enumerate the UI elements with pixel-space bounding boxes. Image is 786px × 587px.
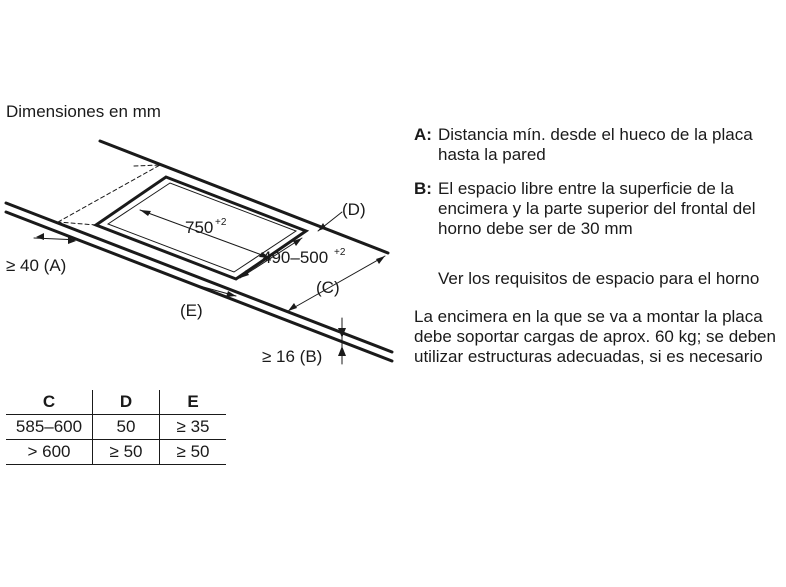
- cutout-outer: [92, 175, 310, 281]
- label-d: (D): [342, 200, 366, 219]
- table-header-row: C D E: [6, 390, 226, 415]
- width-label: 750: [185, 218, 213, 237]
- note-b-text: El espacio libre entre la superficie de …: [438, 179, 756, 238]
- note-load: La encimera en la que se va a montar la …: [414, 307, 786, 367]
- table-cell: 585–600: [6, 414, 93, 440]
- b-arrow-bottom: [338, 346, 346, 356]
- depth-arrow-bottom: [240, 270, 249, 278]
- depth-tolerance: +2: [334, 247, 346, 258]
- c-arrow-bottom: [288, 303, 297, 311]
- worktop-back-edge: [98, 139, 390, 255]
- note-b: B: El espacio libre entre la superficie …: [414, 179, 786, 239]
- depth-label: 490–500: [262, 248, 328, 267]
- width-dimension-line: [139, 209, 271, 259]
- label-a: ≥ 40 (A): [6, 256, 66, 275]
- e-arrow: [226, 291, 236, 297]
- notes-panel: A: Distancia mín. desde el hueco de la p…: [414, 125, 786, 381]
- note-a-text: Distancia mín. desde el hueco de la plac…: [438, 125, 753, 164]
- table-cell: > 600: [6, 439, 93, 465]
- label-c: (C): [316, 278, 340, 297]
- note-oven: Ver los requisitos de espacio para el ho…: [414, 269, 786, 289]
- projection-line-left: [57, 164, 161, 223]
- a-arrow-right: [68, 237, 76, 244]
- table-header-c: C: [6, 390, 93, 415]
- c-arrow-top: [376, 256, 385, 264]
- b-arrow-top: [338, 328, 346, 338]
- worktop-front-top-edge: [4, 201, 394, 354]
- c-dimension-line: [287, 255, 386, 312]
- depth-dimension-line: [239, 237, 303, 279]
- diagram-title: Dimensiones en mm: [6, 102, 161, 121]
- note-b-key: B:: [414, 179, 432, 198]
- note-load-text: La encimera en la que se va a montar la …: [414, 307, 776, 366]
- projection-line-front: [57, 221, 97, 226]
- width-tolerance: +2: [215, 217, 227, 228]
- table-row: > 600 ≥ 50 ≥ 50: [6, 439, 226, 465]
- table-row: 585–600 50 ≥ 35: [6, 414, 226, 440]
- depth-arrow-top: [293, 238, 302, 246]
- note-a: A: Distancia mín. desde el hueco de la p…: [414, 125, 786, 165]
- label-b: ≥ 16 (B): [262, 347, 322, 366]
- table-cell: ≥ 50: [159, 439, 226, 465]
- note-a-key: A:: [414, 125, 432, 144]
- table-cell: ≥ 35: [159, 414, 226, 440]
- table-header-e: E: [159, 390, 226, 415]
- d-arrow: [318, 223, 326, 231]
- width-arrow-left: [140, 210, 151, 216]
- cutout-inner: [106, 182, 298, 273]
- dimensions-table: C D E 585–600 50 ≥ 35 > 600 ≥ 50 ≥ 50: [6, 390, 226, 465]
- table-cell: 50: [92, 414, 160, 440]
- projection-line-right: [133, 164, 161, 167]
- table-header-d: D: [92, 390, 160, 415]
- note-oven-text: Ver los requisitos de espacio para el ho…: [438, 269, 760, 288]
- worktop-front-bottom-edge: [4, 210, 394, 363]
- label-e: (E): [180, 301, 203, 320]
- a-arrow-left: [36, 233, 44, 240]
- width-arrow-right: [259, 252, 270, 258]
- table-cell: ≥ 50: [92, 439, 160, 465]
